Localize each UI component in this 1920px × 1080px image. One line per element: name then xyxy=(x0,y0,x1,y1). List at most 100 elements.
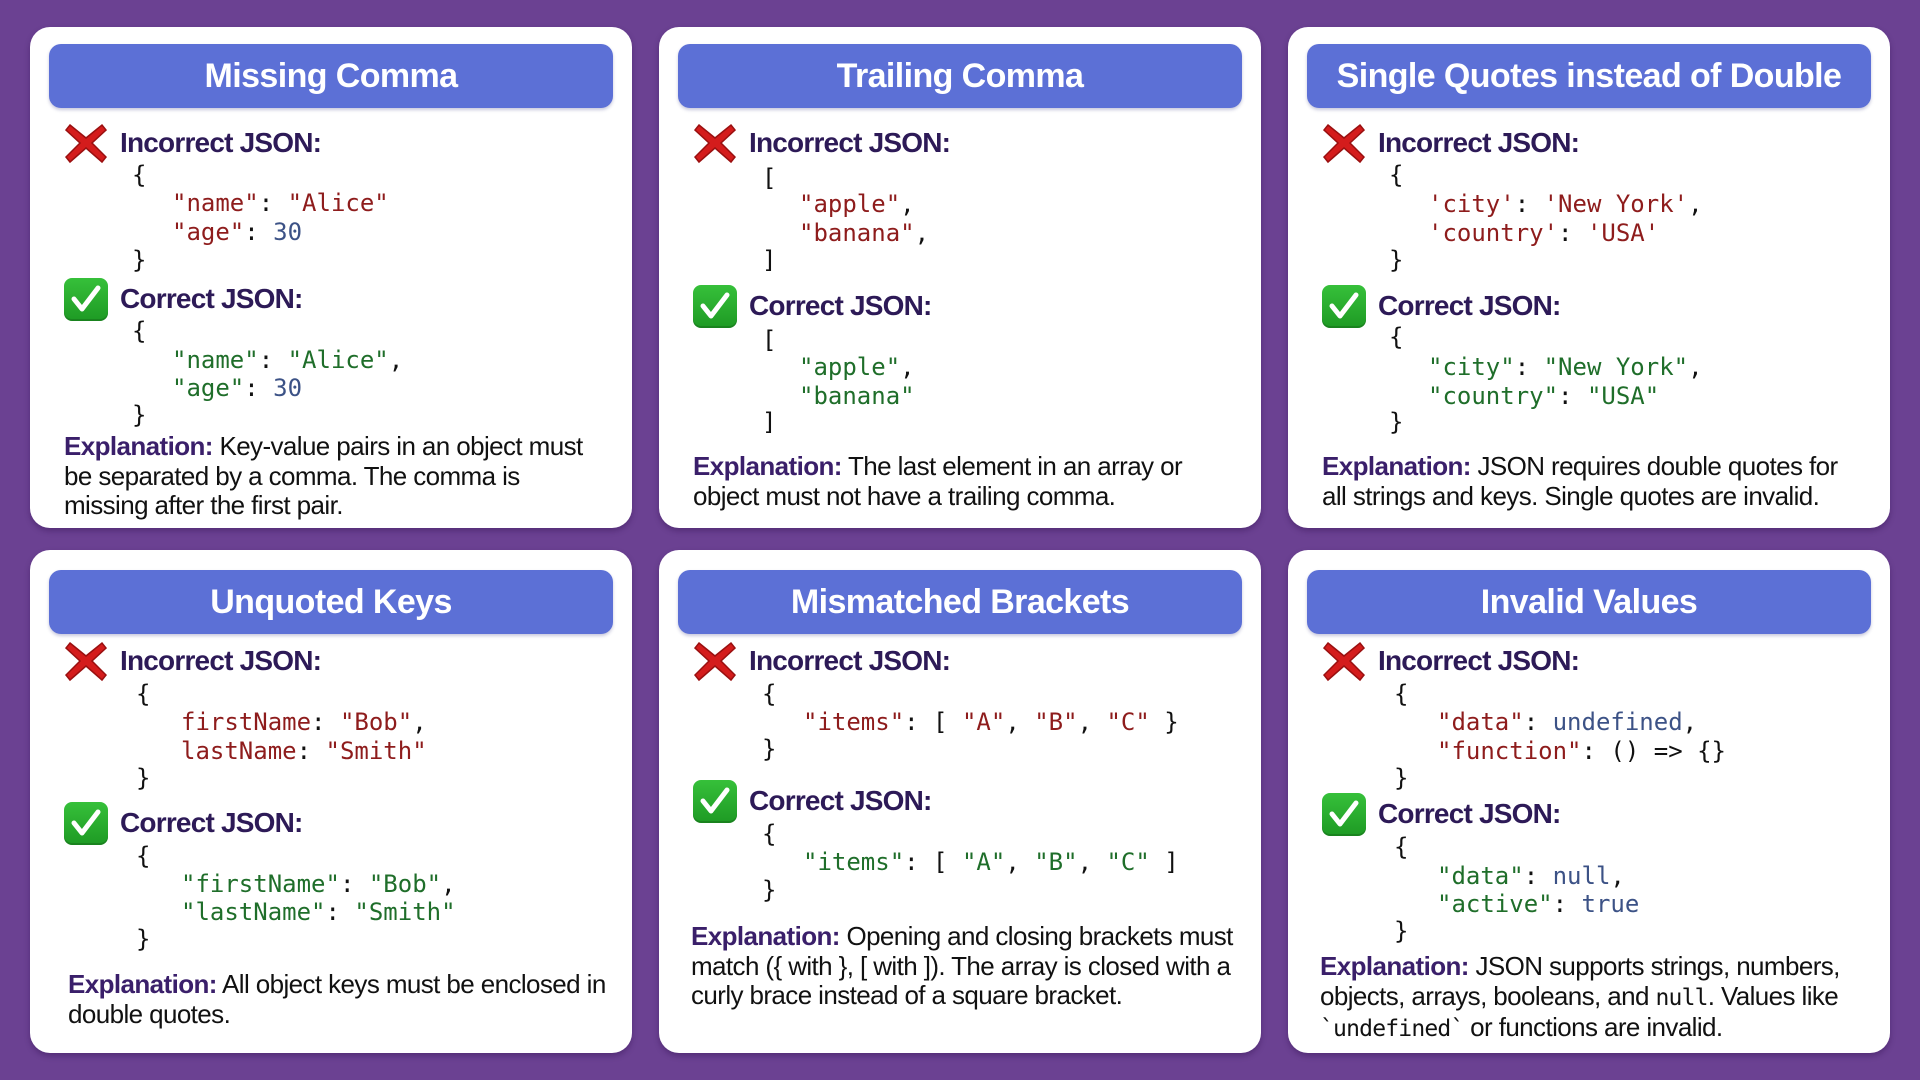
explanation-label: Explanation: xyxy=(1322,451,1471,481)
explanation-text: . Values like xyxy=(1707,980,1839,1011)
explanation-label: Explanation: xyxy=(68,969,217,999)
explanation-code-undefined: `undefined` xyxy=(1320,1016,1464,1042)
correct-label-row: Correct JSON: xyxy=(1322,792,1561,836)
code-line: "country": "USA" xyxy=(1428,382,1660,410)
correct-label: Correct JSON: xyxy=(749,785,932,816)
code-line: "data": null, xyxy=(1437,862,1625,890)
card-trailing-comma: Trailing Comma Incorrect JSON: [ "apple"… xyxy=(659,27,1261,528)
incorrect-label-row: Incorrect JSON: xyxy=(1322,639,1580,683)
code-line: "apple", xyxy=(799,353,915,381)
card-header: Invalid Values xyxy=(1307,570,1871,634)
green-checkmark-icon xyxy=(693,779,737,823)
incorrect-label: Incorrect JSON: xyxy=(120,127,322,158)
code-line: } xyxy=(136,925,151,953)
correct-label-row: Correct JSON: xyxy=(693,779,932,823)
red-x-cross-icon xyxy=(693,641,737,682)
correct-label: Correct JSON: xyxy=(120,283,303,314)
incorrect-label-row: Incorrect JSON: xyxy=(693,639,951,683)
code-line: 'city': 'New York', xyxy=(1428,190,1703,218)
code-line: } xyxy=(136,764,151,792)
explanation-text: Opening and closing brackets must match … xyxy=(691,921,1233,1010)
code-line: { xyxy=(1389,161,1404,189)
code-line: "name": "Alice" xyxy=(172,189,389,217)
code-line: } xyxy=(762,735,777,763)
explanation-label: Explanation: xyxy=(693,451,842,481)
code-line: } xyxy=(132,246,147,274)
code-line: "active": true xyxy=(1437,890,1640,918)
code-line: "firstName": "Bob", xyxy=(181,870,456,898)
code-line: ] xyxy=(762,246,777,274)
code-line: "items": [ "A", "B", "C" ] xyxy=(803,848,1179,876)
red-x-cross-icon xyxy=(1322,123,1366,164)
code-line: "name": "Alice", xyxy=(172,346,404,374)
explanation-code-null: null xyxy=(1655,984,1709,1011)
incorrect-label: Incorrect JSON: xyxy=(749,645,951,676)
incorrect-label-row: Incorrect JSON: xyxy=(64,121,322,165)
correct-label: Correct JSON: xyxy=(1378,798,1561,829)
code-line: { xyxy=(136,680,151,708)
incorrect-label: Incorrect JSON: xyxy=(1378,127,1580,158)
code-line: "apple", xyxy=(799,190,915,218)
incorrect-label: Incorrect JSON: xyxy=(749,127,951,158)
card-title: Unquoted Keys xyxy=(210,582,452,621)
card-header: Single Quotes instead of Double xyxy=(1307,44,1871,108)
explanation-text: The last element in an array or object m… xyxy=(693,451,1183,511)
explanation-text: All object keys must be enclosed in doub… xyxy=(68,969,606,1029)
explanation-label: Explanation: xyxy=(691,921,840,951)
correct-label-row: Correct JSON: xyxy=(64,801,303,845)
card-title: Single Quotes instead of Double xyxy=(1336,56,1842,95)
explanation: Explanation: JSON requires double quotes… xyxy=(1322,451,1864,511)
card-header: Missing Comma xyxy=(49,44,613,108)
card-invalid-values: Invalid Values Incorrect JSON: { "data":… xyxy=(1288,550,1890,1053)
red-x-cross-icon xyxy=(693,123,737,164)
correct-label: Correct JSON: xyxy=(1378,290,1561,321)
card-title: Mismatched Brackets xyxy=(790,582,1130,621)
card-header: Mismatched Brackets xyxy=(678,570,1242,634)
red-x-cross-icon xyxy=(64,641,108,682)
explanation-text: JSON requires double quotes for all stri… xyxy=(1322,451,1838,511)
red-x-cross-icon xyxy=(64,123,108,164)
code-line: { xyxy=(136,842,151,870)
code-line: { xyxy=(132,161,147,189)
code-line: "banana", xyxy=(799,219,930,247)
code-line: { xyxy=(1394,833,1409,861)
card-unquoted-keys: Unquoted Keys Incorrect JSON: { firstNam… xyxy=(30,550,632,1053)
incorrect-label-row: Incorrect JSON: xyxy=(64,639,322,683)
explanation-text: JSON supports strings, numbers, objects,… xyxy=(1320,951,1840,1011)
code-line: "banana" xyxy=(799,382,915,410)
card-header: Trailing Comma xyxy=(678,44,1242,108)
green-checkmark-icon xyxy=(64,277,108,321)
code-line: lastName: "Smith" xyxy=(181,737,427,765)
code-line: } xyxy=(1394,917,1409,945)
code-line: { xyxy=(762,820,777,848)
card-mismatched-brackets: Mismatched Brackets Incorrect JSON: { "i… xyxy=(659,550,1261,1053)
card-missing-comma: Missing Comma Incorrect JSON: { "name": … xyxy=(30,27,632,528)
code-line: 'country': 'USA' xyxy=(1428,219,1660,247)
code-line: } xyxy=(1389,408,1404,436)
incorrect-label: Incorrect JSON: xyxy=(1378,645,1580,676)
card-header: Unquoted Keys xyxy=(49,570,613,634)
correct-label: Correct JSON: xyxy=(749,290,932,321)
card-title: Missing Comma xyxy=(204,56,459,95)
code-line: { xyxy=(1394,680,1409,708)
green-checkmark-icon xyxy=(693,284,737,328)
code-line: } xyxy=(1394,764,1409,792)
incorrect-label-row: Incorrect JSON: xyxy=(1322,121,1580,165)
red-x-cross-icon xyxy=(1322,641,1366,682)
correct-label-row: Correct JSON: xyxy=(64,277,303,321)
card-single-quotes: Single Quotes instead of Double Incorrec… xyxy=(1288,27,1890,528)
code-line: [ xyxy=(762,326,777,354)
incorrect-label-row: Incorrect JSON: xyxy=(693,121,951,165)
green-checkmark-icon xyxy=(1322,792,1366,836)
code-line: "age": 30 xyxy=(172,374,303,402)
code-line: "city": "New York", xyxy=(1428,353,1703,381)
explanation-text: or functions are invalid. xyxy=(1463,1012,1723,1042)
code-line: } xyxy=(762,876,777,904)
card-title: Invalid Values xyxy=(1480,582,1698,621)
incorrect-label: Incorrect JSON: xyxy=(120,645,322,676)
code-line: { xyxy=(1389,323,1404,351)
code-line: "items": [ "A", "B", "C" } xyxy=(803,708,1179,736)
code-line: } xyxy=(132,401,147,429)
code-line: { xyxy=(762,680,777,708)
correct-label: Correct JSON: xyxy=(120,807,303,838)
